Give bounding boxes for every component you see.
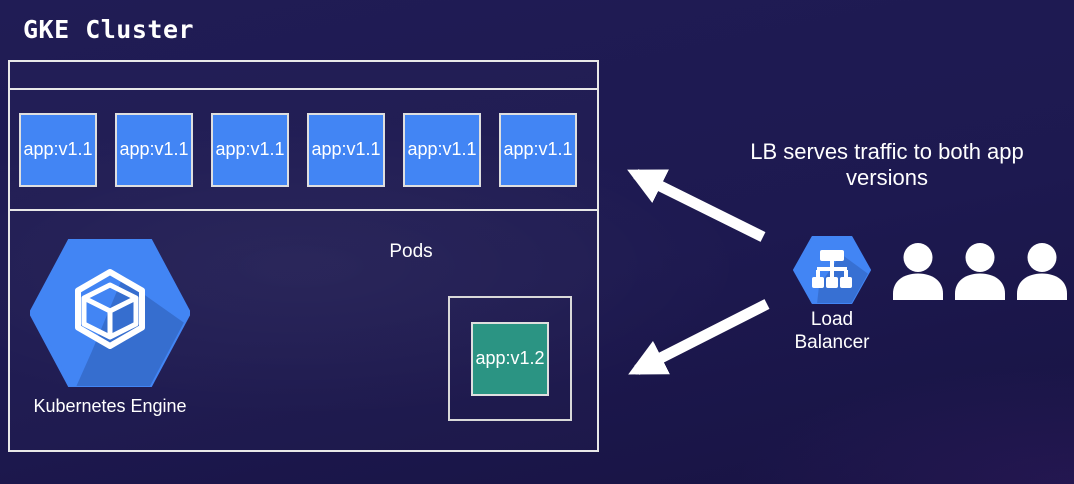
pods-label: Pods: [389, 241, 433, 262]
pod-v1: app:v1.1: [19, 112, 97, 187]
load-balancer-block: Load Balancer: [772, 236, 892, 355]
load-balancer-label: Load Balancer: [794, 309, 870, 353]
gke-cluster-box: app:v1.1 app:v1.1 app:v1.1 app:v1.1 app:…: [8, 60, 599, 452]
pod-v2-container: app:v1.2: [448, 296, 572, 421]
pods-v1-row: app:v1.1 app:v1.1 app:v1.1 app:v1.1 app:…: [10, 90, 597, 211]
pod-v1: app:v1.1: [499, 112, 577, 187]
pod-v1: app:v1.1: [211, 112, 289, 187]
person-icon: [892, 243, 944, 305]
cluster-header-strip: [10, 62, 597, 90]
cluster-body: Pods Kubernetes Engine app:v: [10, 211, 597, 448]
pod-v2: app:v1.2: [471, 321, 549, 396]
lb-annotation-text: LB serves traffic to both app versions: [750, 139, 1024, 190]
person-icon: [954, 243, 1006, 305]
pod-v1: app:v1.1: [115, 112, 193, 187]
kubernetes-engine-icon: [29, 238, 191, 391]
kubernetes-engine-label: Kubernetes Engine: [33, 396, 187, 416]
users-group: [892, 243, 1068, 305]
person-icon: [1016, 243, 1068, 305]
pod-v1: app:v1.1: [403, 112, 481, 187]
pod-v1: app:v1.1: [307, 112, 385, 187]
load-balancer-icon: [772, 236, 892, 304]
arrow-to-v2-pod: [628, 299, 770, 375]
page-title: GKE Cluster: [23, 15, 195, 44]
kubernetes-engine-block: Kubernetes Engine: [29, 238, 191, 417]
